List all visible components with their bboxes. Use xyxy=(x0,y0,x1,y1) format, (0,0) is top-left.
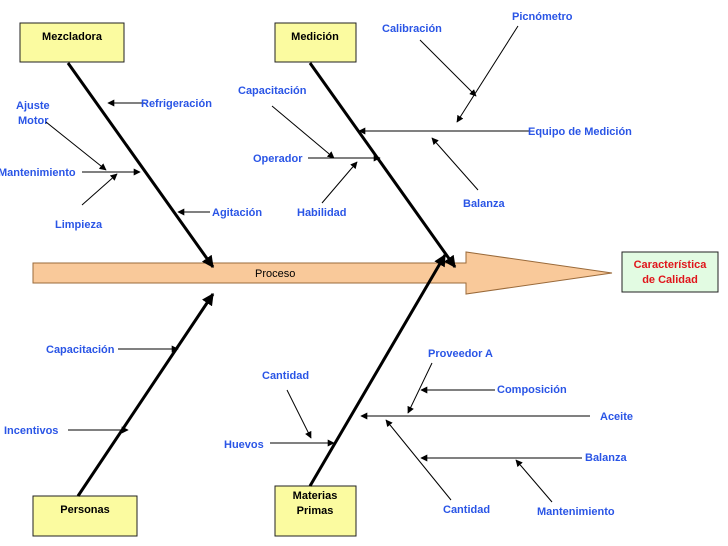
cause-composicion: Composición xyxy=(497,384,567,396)
cause-huevos: Huevos xyxy=(224,439,264,451)
cause-mantenimiento-mezcladora: Mantenimiento xyxy=(0,167,76,179)
cause-equipo-medicion: Equipo de Medición xyxy=(528,126,632,138)
cause-capacitacion-personas: Capacitación xyxy=(46,344,115,356)
category-label-materias-line1: Materias xyxy=(293,490,338,502)
cause-agitacion: Agitación xyxy=(212,207,262,219)
arrow-picnometro xyxy=(456,25,519,123)
category-box-materias-primas: Materias Primas xyxy=(274,485,357,537)
cause-cantidad-huevos: Cantidad xyxy=(262,370,309,382)
bone-materias-primas xyxy=(308,253,447,487)
category-label-medicion: Medición xyxy=(291,31,339,43)
cause-balanza-medicion: Balanza xyxy=(463,198,505,210)
effect-box: Característica de Calidad xyxy=(621,251,719,293)
effect-label-line1: Característica xyxy=(634,259,708,271)
cause-proveedor-a: Proveedor A xyxy=(428,348,493,360)
spine-arrow xyxy=(32,251,613,295)
cause-balanza-materias: Balanza xyxy=(585,452,627,464)
cause-ajuste: Ajuste xyxy=(16,100,50,112)
cause-operador: Operador xyxy=(253,153,303,165)
bone-personas xyxy=(76,293,215,497)
arrow-habilidad xyxy=(321,161,358,204)
cause-picnometro: Picnómetro xyxy=(512,11,573,23)
category-label-mezcladora: Mezcladora xyxy=(42,31,103,43)
cause-aceite: Aceite xyxy=(600,411,633,423)
arrow-cantidad-huevos xyxy=(286,389,312,439)
arrow-balanza-medicion xyxy=(431,137,479,191)
category-label-personas: Personas xyxy=(60,504,110,516)
cause-limpieza: Limpieza xyxy=(55,219,103,231)
arrow-cantidad-materias xyxy=(385,419,452,501)
category-label-materias-line2: Primas xyxy=(297,505,334,517)
cause-refrigeracion: Refrigeración xyxy=(141,98,212,110)
cause-incentivos: Incentivos xyxy=(4,425,58,437)
arrow-capacitacion-medicion xyxy=(271,105,335,159)
arrow-calibracion xyxy=(419,39,477,97)
bone-mezcladora xyxy=(66,62,215,268)
cause-habilidad: Habilidad xyxy=(297,207,347,219)
cause-calibracion: Calibración xyxy=(382,23,442,35)
category-box-medicion: Medición xyxy=(274,22,357,63)
cause-capacitacion-medicion: Capacitación xyxy=(238,85,307,97)
arrow-mantenimiento-materias xyxy=(515,459,553,503)
cause-mantenimiento-materias: Mantenimiento xyxy=(537,506,615,518)
spine-label: Proceso xyxy=(255,268,295,280)
category-box-personas: Personas xyxy=(32,495,138,537)
category-box-mezcladora: Mezcladora xyxy=(19,22,125,63)
bone-medicion xyxy=(308,62,457,268)
arrow-proveedor-a xyxy=(407,362,433,414)
arrow-limpieza xyxy=(81,173,118,206)
cause-cantidad-materias: Cantidad xyxy=(443,504,490,516)
effect-label-line2: de Calidad xyxy=(642,274,698,286)
arrow-ajuste-motor xyxy=(45,121,107,171)
cause-motor: Motor xyxy=(18,115,49,127)
